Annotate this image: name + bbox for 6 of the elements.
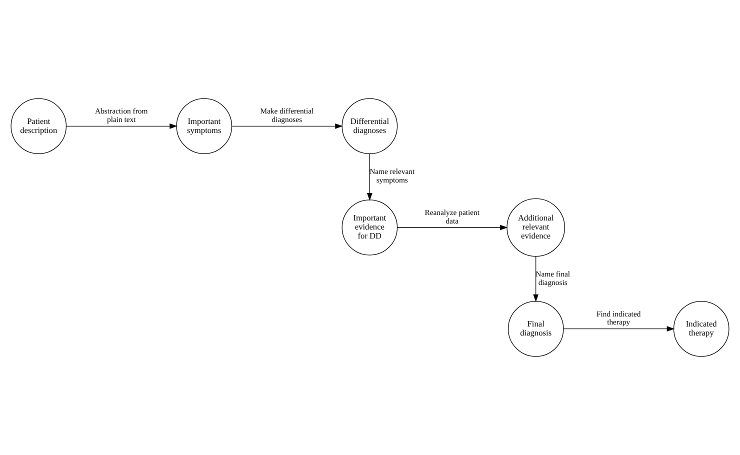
arrow xyxy=(396,224,508,230)
arrow xyxy=(232,123,343,129)
arrow xyxy=(66,123,178,129)
arrow xyxy=(366,154,372,201)
arrow xyxy=(563,326,675,332)
arrow xyxy=(533,256,539,302)
